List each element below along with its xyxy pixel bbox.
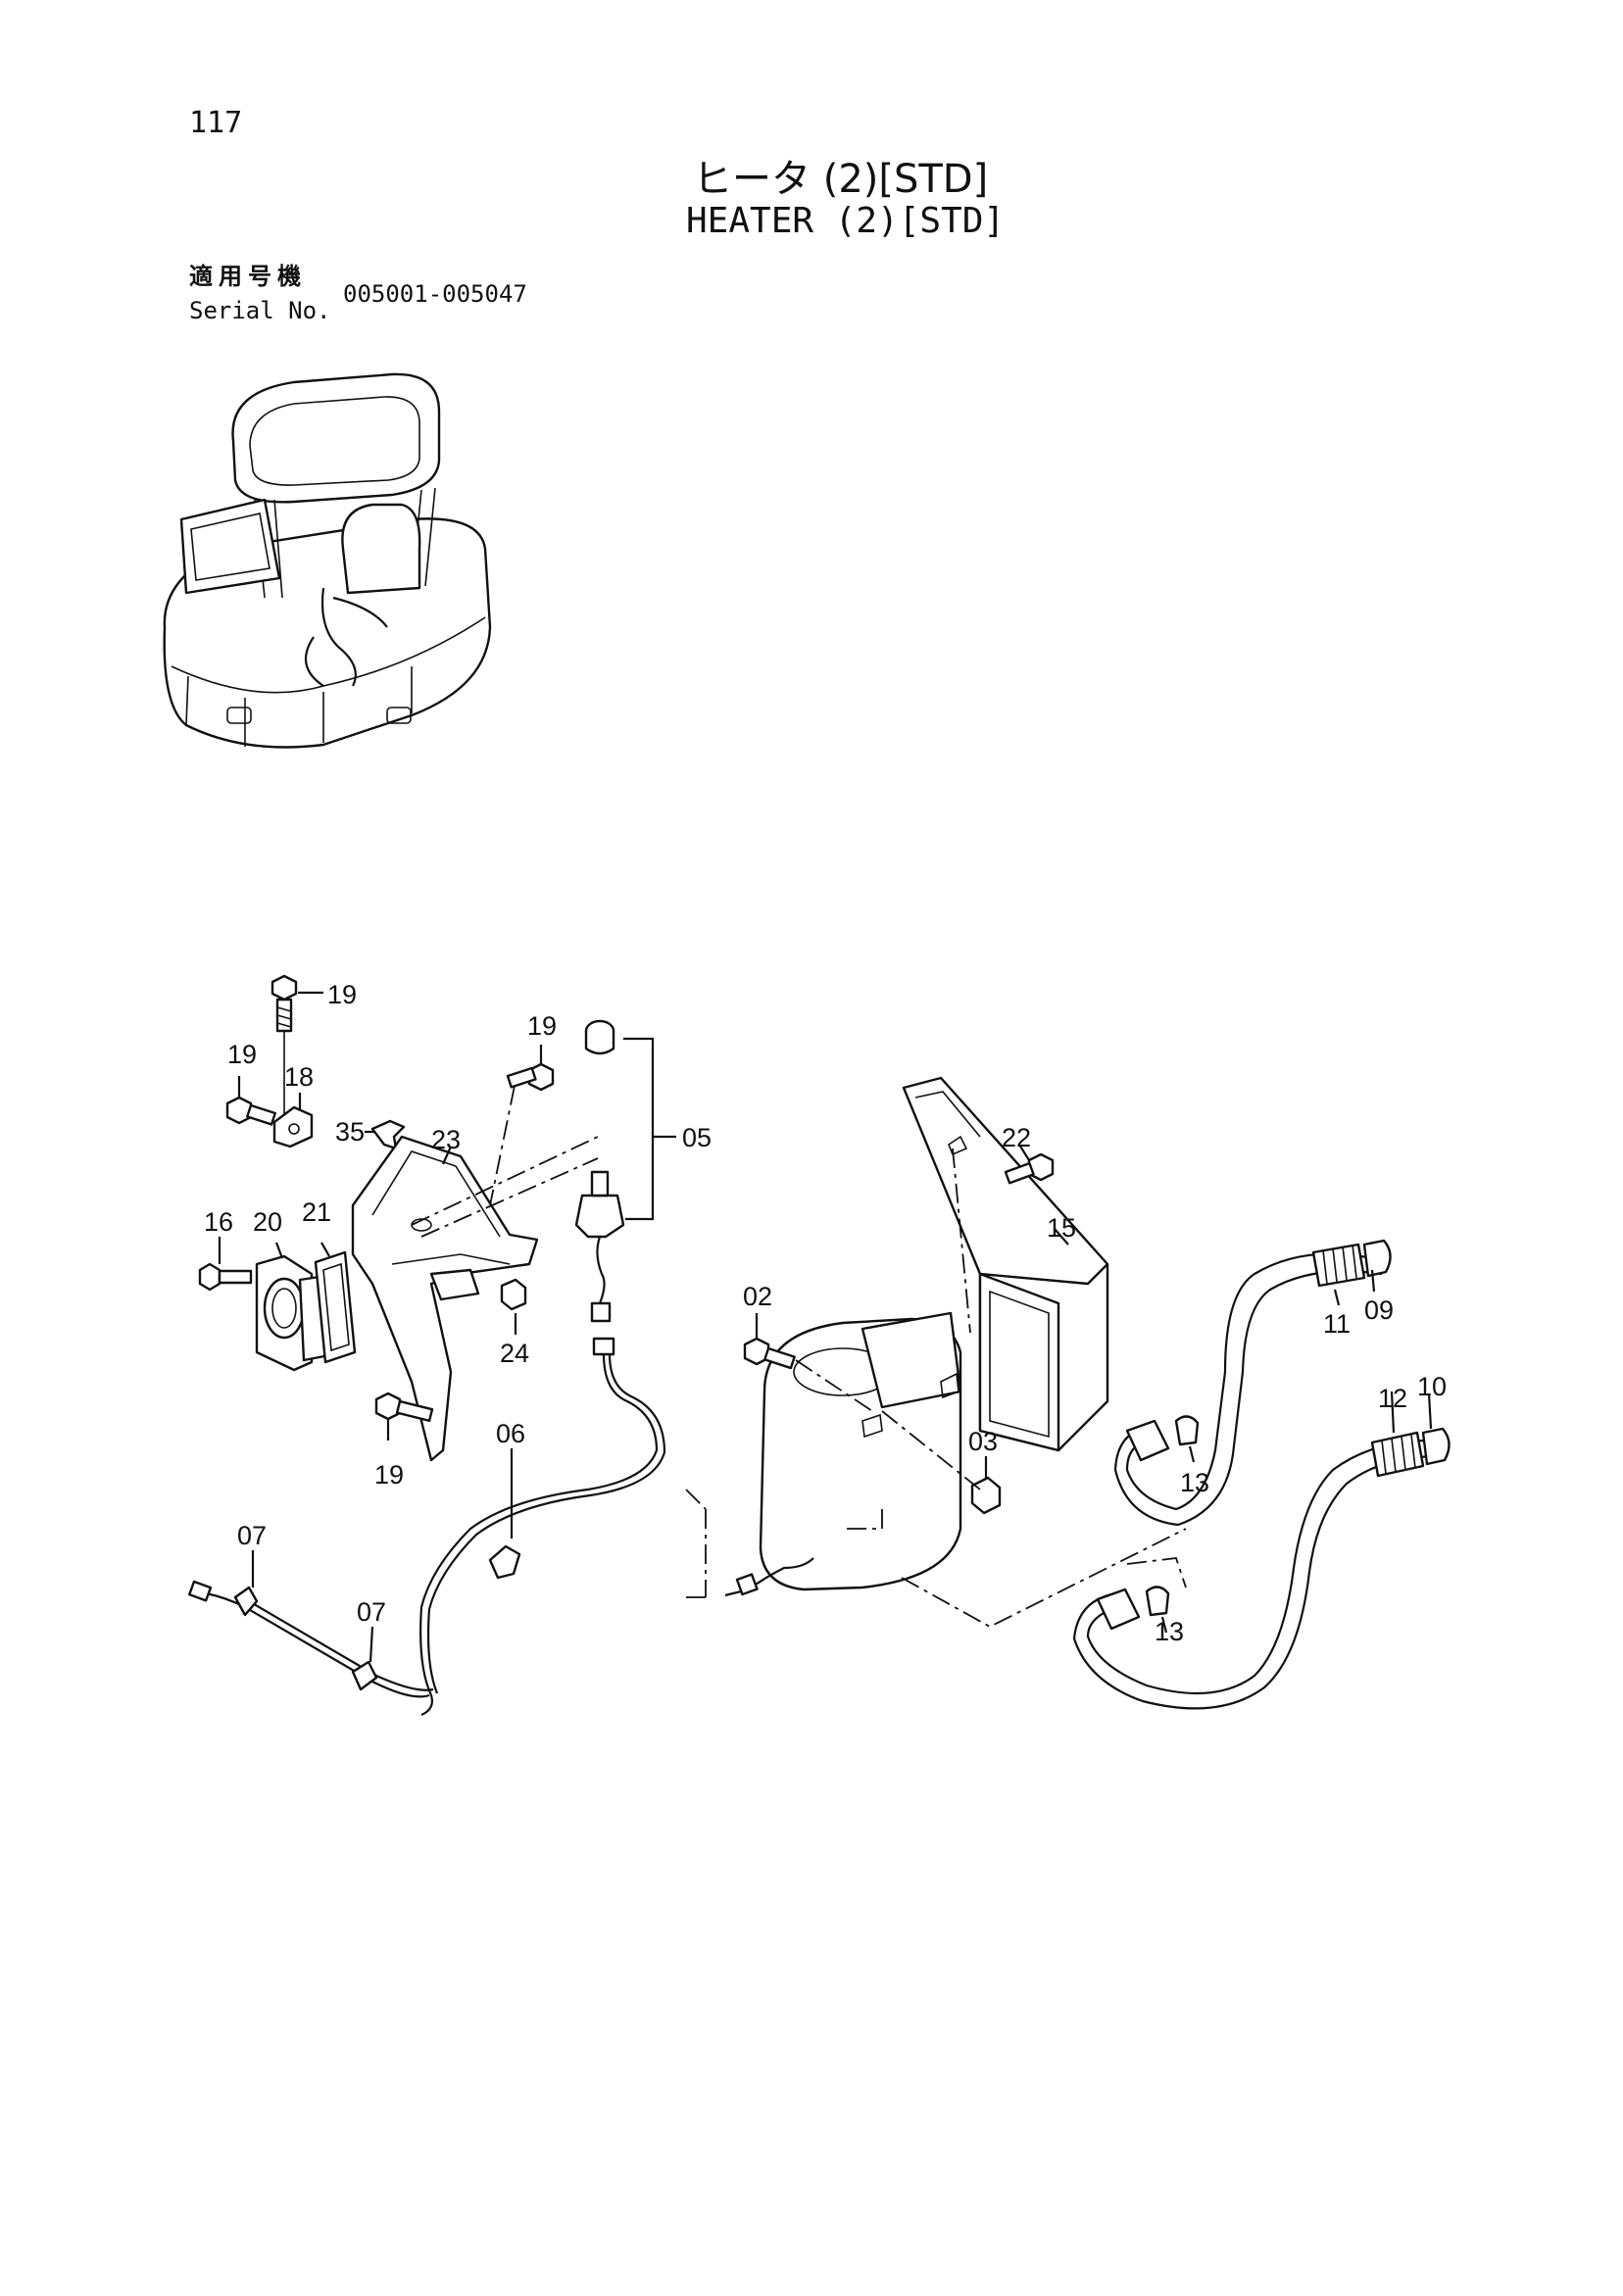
callout-05: 05 <box>682 1123 712 1152</box>
bracket-18 <box>272 1105 314 1148</box>
part-35-clip <box>365 1119 406 1150</box>
bolt-19-top <box>270 974 323 1132</box>
bolt-02 <box>743 1313 873 1412</box>
title-english: HEATER (2)[STD] <box>686 201 1006 241</box>
machine-overview-illustration <box>163 372 492 749</box>
callout-02: 02 <box>743 1282 772 1311</box>
title-japanese: ヒータ (2)[STD] <box>693 157 989 202</box>
callout-19a: 19 <box>327 980 357 1009</box>
bolt-19-left <box>225 1076 302 1126</box>
callout-13a: 13 <box>1180 1468 1209 1497</box>
callout-19c: 19 <box>527 1011 557 1041</box>
callout-09: 09 <box>1364 1295 1394 1325</box>
callout-20: 20 <box>253 1207 282 1237</box>
callout-21: 21 <box>302 1197 331 1227</box>
callout-13b: 13 <box>1155 1617 1184 1646</box>
bolt-16 <box>198 1237 253 1292</box>
serial-label-english: Serial No. <box>189 297 331 324</box>
bracket-23 <box>351 1135 599 1462</box>
heater-unit <box>685 1311 1187 1629</box>
wire-harness-06 <box>188 1353 666 1717</box>
callout-labels: 19 19 19 19 18 35 23 05 16 20 21 24 22 1… <box>204 980 1447 1646</box>
callout-12: 12 <box>1378 1384 1407 1413</box>
nut-24 <box>500 1278 527 1335</box>
duct-15 <box>902 1076 1109 1452</box>
callout-19d: 19 <box>374 1460 404 1490</box>
callout-35: 35 <box>335 1117 365 1147</box>
bolt-19-bottom <box>374 1392 434 1441</box>
serial-label-japanese: 適用号機 <box>189 263 307 290</box>
callout-06: 06 <box>496 1419 525 1448</box>
callout-07b: 07 <box>357 1597 386 1627</box>
serial-range: 005001-005047 <box>343 280 527 308</box>
hose-12 <box>1072 1391 1451 1710</box>
callout-03: 03 <box>968 1427 998 1456</box>
callout-22: 22 <box>1002 1123 1031 1152</box>
nut-03 <box>881 1410 1002 1515</box>
clip-07-left <box>233 1550 259 1617</box>
clip-07-right <box>351 1626 378 1691</box>
callout-18: 18 <box>284 1062 314 1092</box>
callout-07a: 07 <box>237 1521 267 1550</box>
callout-24: 24 <box>500 1339 529 1368</box>
gasket-21 <box>314 1242 357 1364</box>
callout-19b: 19 <box>227 1040 257 1069</box>
callout-11: 11 <box>1323 1309 1351 1339</box>
callout-10: 10 <box>1417 1372 1447 1401</box>
callout-15: 15 <box>1047 1213 1076 1243</box>
bolt-22 <box>1004 1144 1055 1185</box>
switch-assembly-05 <box>574 1019 676 1356</box>
callout-16: 16 <box>204 1207 233 1237</box>
page-number: 117 <box>189 106 243 140</box>
callout-23: 23 <box>431 1125 461 1154</box>
bolt-19-mid <box>489 1045 555 1206</box>
hose-11 <box>1113 1239 1392 1527</box>
